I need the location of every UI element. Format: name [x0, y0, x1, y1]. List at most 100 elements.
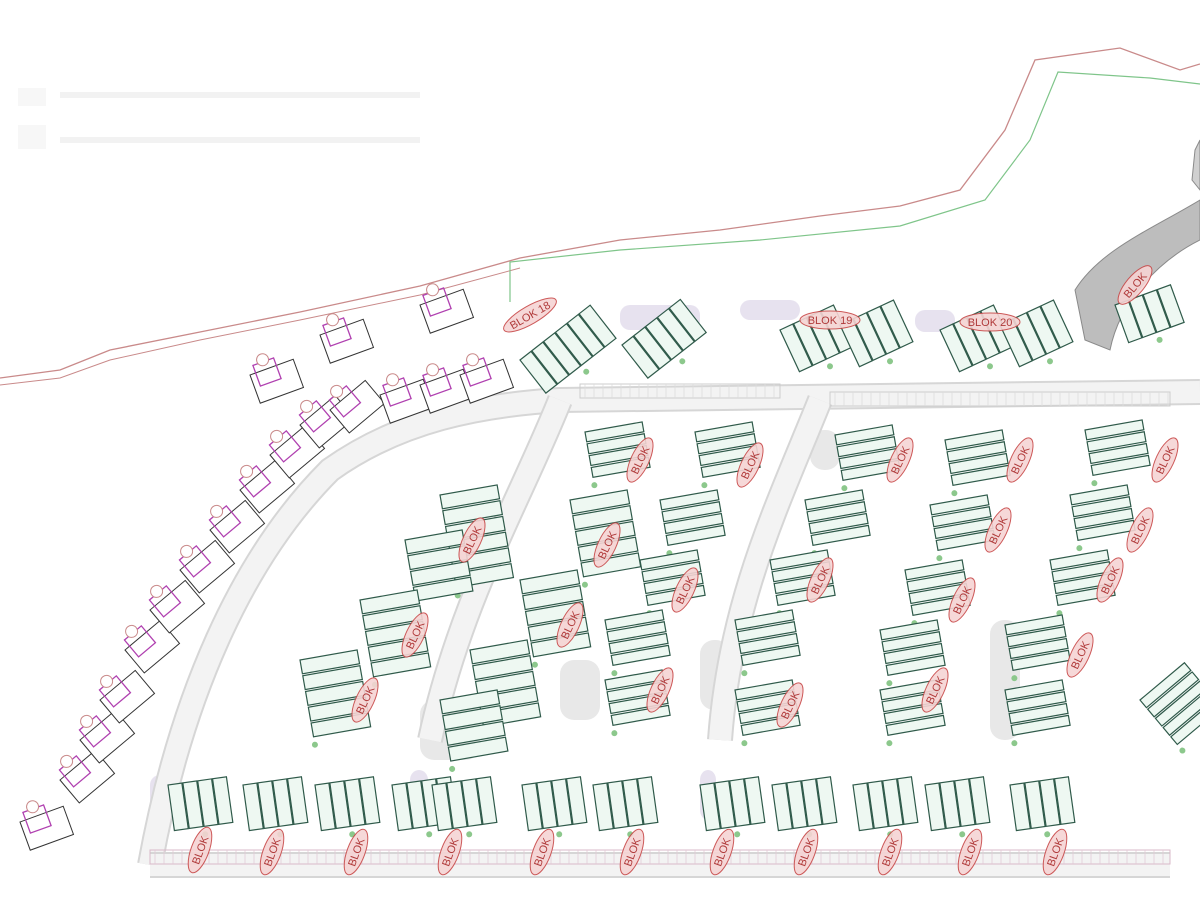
townhouse-unit	[740, 644, 801, 666]
townhouse-unit	[592, 782, 614, 832]
villa-number-marker	[125, 624, 139, 638]
townhouse-unit	[370, 652, 432, 678]
townhouse-unit	[644, 317, 684, 361]
villa-plot	[149, 579, 206, 634]
townhouse-unit	[211, 776, 234, 825]
villa-plot	[59, 749, 116, 804]
townhouse-unit	[472, 654, 534, 681]
building-layer	[167, 284, 1200, 838]
townhouse-unit	[904, 559, 965, 581]
villa-plot	[79, 709, 136, 764]
townhouse-unit	[1073, 507, 1134, 530]
townhouse-unit	[1162, 689, 1200, 737]
villa	[98, 669, 156, 724]
villa	[58, 749, 116, 804]
block-label-ellipse	[187, 826, 213, 874]
block-label: BLOK	[343, 828, 369, 876]
townhouse-unit	[743, 776, 766, 825]
townhouse-unit	[656, 307, 696, 352]
villa-plot	[209, 499, 266, 554]
townhouse-unit	[302, 664, 364, 691]
townhouse-unit	[738, 632, 799, 655]
villa-layer	[19, 283, 515, 851]
townhouse-unit	[474, 670, 536, 696]
block-20-cluster	[999, 299, 1074, 368]
block-cluster	[1114, 284, 1185, 344]
townhouse-unit	[929, 494, 990, 516]
villa-number-marker	[150, 584, 164, 598]
villa	[78, 709, 136, 764]
townhouse-unit	[621, 335, 660, 379]
townhouse-unit	[944, 429, 1005, 451]
block-cluster-column	[1004, 679, 1071, 747]
block-cluster-bottom	[1009, 776, 1076, 838]
landscape-patch	[915, 310, 955, 332]
townhouse-unit	[272, 778, 294, 828]
block-cluster-column	[944, 429, 1011, 497]
townhouse-unit	[834, 424, 895, 446]
block-cluster-bottom	[592, 776, 659, 838]
block-cluster-column	[299, 649, 372, 748]
townhouse-unit	[521, 782, 543, 832]
townhouse-unit	[578, 304, 617, 348]
townhouse-unit	[475, 776, 498, 825]
townhouse-unit	[641, 561, 702, 583]
townhouse-unit	[1139, 661, 1192, 709]
block-cluster-bottom	[699, 776, 766, 838]
block-label-ellipse	[458, 517, 486, 563]
block-label-ellipse	[957, 828, 983, 876]
block-label-ellipse	[776, 682, 804, 728]
townhouse-unit	[257, 780, 279, 830]
block-cluster-bottom	[852, 776, 919, 838]
landscape-patch	[740, 300, 800, 320]
townhouse-unit	[1026, 305, 1061, 355]
townhouse-unit	[442, 499, 504, 526]
townhouse-unit	[632, 326, 672, 370]
block-label: BLOK	[187, 826, 213, 874]
block-cluster-bottom	[771, 776, 838, 838]
villa	[249, 353, 305, 404]
block-cluster-column	[1069, 484, 1136, 552]
tree-icon	[611, 670, 618, 677]
townhouse-unit	[439, 484, 501, 510]
townhouse-unit	[665, 524, 726, 546]
villa-plot	[329, 379, 386, 434]
tree-icon	[1076, 545, 1083, 552]
tree-icon	[1156, 336, 1163, 343]
tree-icon	[591, 482, 598, 489]
townhouse-unit	[1090, 454, 1151, 476]
townhouse-unit	[806, 501, 867, 523]
townhouse-unit	[694, 421, 755, 443]
villa-number-marker	[240, 464, 254, 478]
block-18-cluster	[519, 304, 617, 394]
townhouse-unit	[879, 619, 940, 641]
townhouse-unit	[572, 504, 634, 531]
tree-icon	[583, 368, 590, 375]
townhouse-unit	[867, 780, 889, 830]
block-cluster-column	[584, 421, 651, 489]
townhouse-unit	[736, 621, 797, 643]
tree-icon	[1047, 358, 1054, 365]
townhouse-unit	[885, 714, 946, 736]
tree-icon	[531, 661, 538, 668]
townhouse-unit	[442, 704, 504, 731]
townhouse-unit	[607, 780, 629, 830]
townhouse-unit	[1010, 649, 1071, 671]
townhouse-unit	[668, 298, 708, 342]
villa	[178, 539, 236, 594]
townhouse-unit	[1024, 780, 1046, 830]
townhouse-unit	[530, 341, 570, 385]
townhouse-unit	[804, 489, 865, 511]
block-label-ellipse	[1117, 265, 1153, 305]
townhouse-unit	[696, 433, 757, 455]
block-label-ellipse	[877, 828, 903, 876]
townhouse-unit	[786, 780, 808, 830]
townhouse-unit	[565, 776, 588, 825]
tree-icon	[741, 740, 748, 747]
villa	[123, 619, 181, 674]
townhouse-unit	[1084, 419, 1145, 441]
townhouse-unit	[1142, 289, 1171, 334]
block-label-ellipse	[736, 442, 764, 488]
block-label-ellipse	[799, 310, 861, 330]
block-cluster-column	[659, 489, 726, 557]
